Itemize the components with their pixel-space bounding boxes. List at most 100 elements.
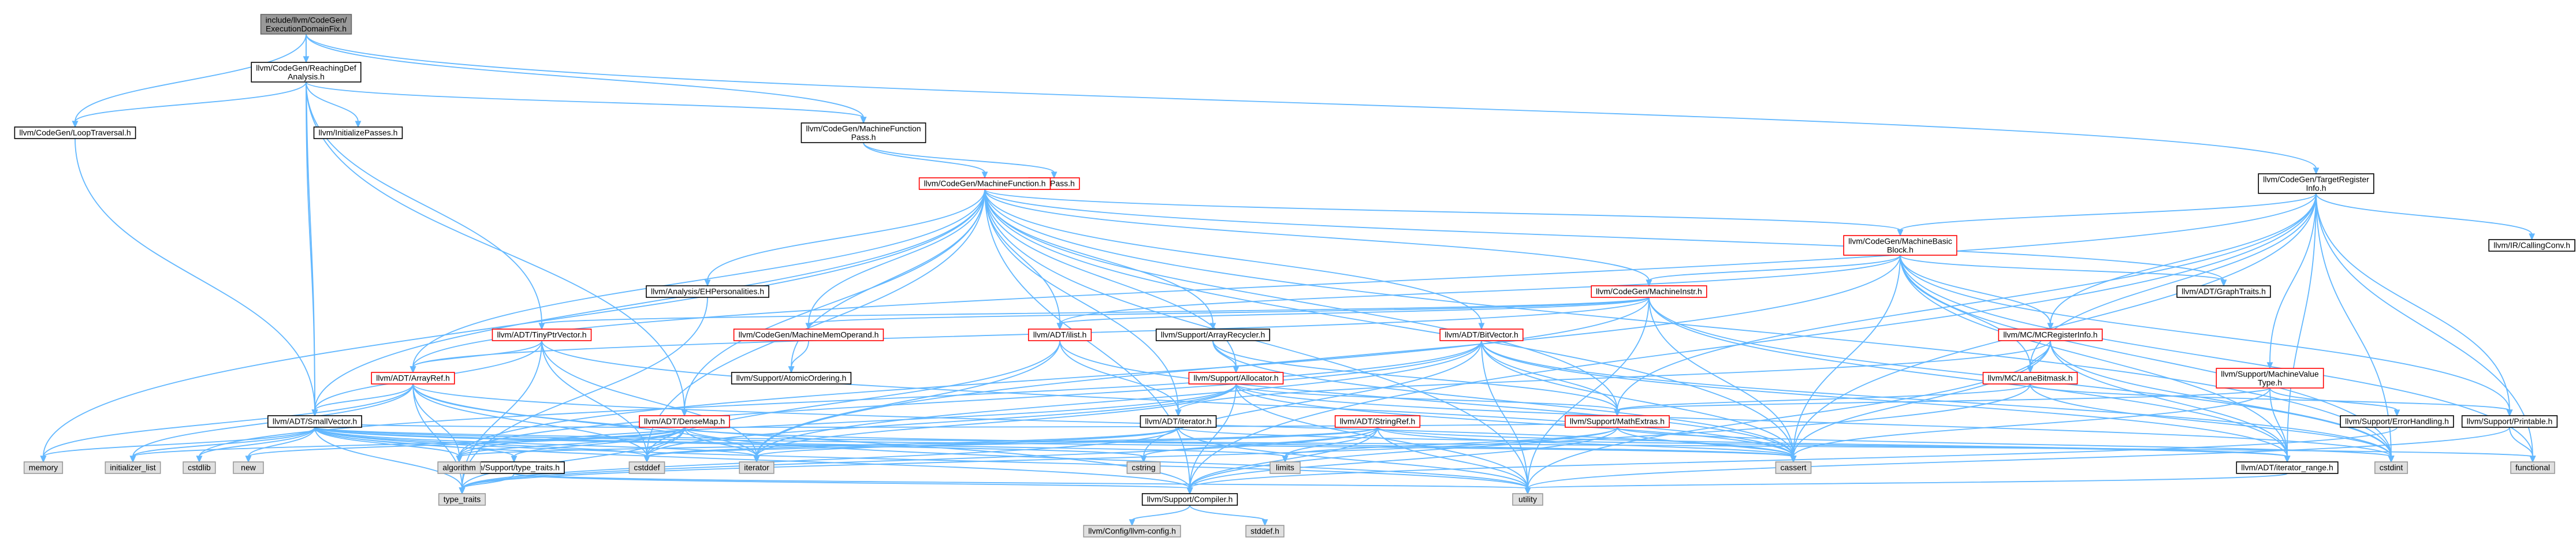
node-box[interactable] <box>639 415 730 428</box>
node-box[interactable] <box>1188 372 1284 385</box>
node-box[interactable] <box>1155 329 1271 341</box>
node-box[interactable] <box>23 461 64 474</box>
node-iterrange[interactable]: llvm/ADT/iterator_range.h <box>2236 461 2339 474</box>
node-box[interactable] <box>313 126 403 139</box>
node-printable[interactable]: llvm/Support/Printable.h <box>2461 415 2558 428</box>
node-box[interactable] <box>739 461 775 474</box>
node-s_cstring[interactable]: cstring <box>1126 461 1161 474</box>
node-config[interactable]: llvm/Config/llvm-config.h <box>1083 525 1181 538</box>
node-lanebm[interactable]: llvm/MC/LaneBitmask.h <box>1982 372 2078 385</box>
node-box[interactable] <box>438 493 486 506</box>
node-s_cassert[interactable]: cassert <box>1775 461 1812 474</box>
node-box[interactable] <box>1439 329 1524 341</box>
node-s_stddef[interactable]: stddef.h <box>1245 525 1285 538</box>
node-box[interactable] <box>1141 493 1238 506</box>
node-s_memory[interactable]: memory <box>23 461 64 474</box>
node-arrayref[interactable]: llvm/ADT/ArrayRef.h <box>371 372 455 385</box>
node-tinyptr[interactable]: llvm/ADT/TinyPtrVector.h <box>492 329 592 341</box>
node-s_initlist[interactable]: initializer_list <box>105 461 161 474</box>
edge-line <box>863 142 985 173</box>
node-densemap[interactable]: llvm/ADT/DenseMap.h <box>639 415 730 428</box>
edge-line <box>314 427 1190 489</box>
node-box[interactable] <box>2340 415 2454 428</box>
node-allocator[interactable]: llvm/Support/Allocator.h <box>1188 372 1284 385</box>
node-box[interactable] <box>1775 461 1812 474</box>
node-box[interactable] <box>371 372 455 385</box>
node-box[interactable] <box>105 461 161 474</box>
node-box[interactable] <box>437 461 481 474</box>
node-stringref[interactable]: llvm/ADT/StringRef.h <box>1334 415 1421 428</box>
node-s_utility[interactable]: utility <box>1512 493 1543 506</box>
node-initpass[interactable]: llvm/InitializePasses.h <box>313 126 403 139</box>
node-box[interactable] <box>251 62 362 83</box>
node-box[interactable] <box>2510 461 2555 474</box>
node-box[interactable] <box>260 14 352 35</box>
node-atomicord[interactable]: llvm/Support/AtomicOrdering.h <box>731 372 852 385</box>
node-root[interactable]: include/llvm/CodeGen/ExecutionDomainFix.… <box>260 14 352 35</box>
node-box[interactable] <box>1126 461 1161 474</box>
node-box[interactable] <box>1982 372 2078 385</box>
node-box[interactable] <box>2488 239 2575 252</box>
node-compiler[interactable]: llvm/Support/Compiler.h <box>1141 493 1238 506</box>
node-mcreg[interactable]: llvm/MC/MCRegisterInfo.h <box>1998 329 2103 341</box>
node-box[interactable] <box>1083 525 1181 538</box>
node-box[interactable] <box>1512 493 1543 506</box>
node-minstr[interactable]: llvm/CodeGen/MachineInstr.h <box>1591 285 1707 298</box>
node-s_cstdint[interactable]: cstdint <box>2374 461 2409 474</box>
node-box[interactable] <box>1843 235 1957 256</box>
node-box[interactable] <box>1334 415 1421 428</box>
node-box[interactable] <box>267 415 362 428</box>
node-s_cstdlib[interactable]: cstdlib <box>183 461 216 474</box>
node-box[interactable] <box>733 329 884 341</box>
node-box[interactable] <box>628 461 665 474</box>
node-box[interactable] <box>801 122 926 143</box>
node-box[interactable] <box>2258 173 2374 194</box>
node-box[interactable] <box>1591 285 1707 298</box>
node-box[interactable] <box>2461 415 2558 428</box>
node-s_new[interactable]: new <box>233 461 264 474</box>
node-box[interactable] <box>2176 285 2271 298</box>
node-iterator[interactable]: llvm/ADT/iterator.h <box>1140 415 1217 428</box>
node-ehpers[interactable]: llvm/Analysis/EHPersonalities.h <box>646 285 769 298</box>
node-box[interactable] <box>1028 329 1092 341</box>
node-box[interactable] <box>646 285 769 298</box>
node-s_typetraits[interactable]: type_traits <box>438 493 486 506</box>
node-s_iterator[interactable]: iterator <box>739 461 775 474</box>
node-s_cstddef[interactable]: cstddef <box>628 461 665 474</box>
node-mf[interactable]: llvm/CodeGen/MachineFunction.h <box>918 177 1051 190</box>
node-mmo[interactable]: llvm/CodeGen/MachineMemOperand.h <box>733 329 884 341</box>
node-box[interactable] <box>1270 461 1301 474</box>
node-box[interactable] <box>1565 415 1670 428</box>
node-box[interactable] <box>731 372 852 385</box>
node-box[interactable] <box>492 329 592 341</box>
node-box[interactable] <box>1998 329 2103 341</box>
node-bitvec[interactable]: llvm/ADT/BitVector.h <box>1439 329 1524 341</box>
node-box[interactable] <box>918 177 1051 190</box>
node-box[interactable] <box>14 126 136 139</box>
node-cconv[interactable]: llvm/IR/CallingConv.h <box>2488 239 2575 252</box>
node-box[interactable] <box>1140 415 1217 428</box>
node-box[interactable] <box>233 461 264 474</box>
node-box[interactable] <box>1245 525 1285 538</box>
node-s_algorithm[interactable]: algorithm <box>437 461 481 474</box>
node-typetraits[interactable]: llvm/Support/type_traits.h <box>463 461 565 474</box>
node-box[interactable] <box>2216 368 2324 389</box>
node-s_limits[interactable]: limits <box>1270 461 1301 474</box>
node-ilist[interactable]: llvm/ADT/ilist.h <box>1028 329 1092 341</box>
node-smallvec[interactable]: llvm/ADT/SmallVector.h <box>267 415 362 428</box>
node-box[interactable] <box>2374 461 2409 474</box>
node-loop[interactable]: llvm/CodeGen/LoopTraversal.h <box>14 126 136 139</box>
node-mathextras[interactable]: llvm/Support/MathExtras.h <box>1565 415 1670 428</box>
node-box[interactable] <box>183 461 216 474</box>
node-graphtraits[interactable]: llvm/ADT/GraphTraits.h <box>2176 285 2271 298</box>
node-errhandling[interactable]: llvm/Support/ErrorHandling.h <box>2340 415 2454 428</box>
node-box[interactable] <box>2236 461 2339 474</box>
node-arrrec[interactable]: llvm/Support/ArrayRecycler.h <box>1155 329 1271 341</box>
edge-arrowhead <box>410 366 416 374</box>
node-s_functional[interactable]: functional <box>2510 461 2555 474</box>
